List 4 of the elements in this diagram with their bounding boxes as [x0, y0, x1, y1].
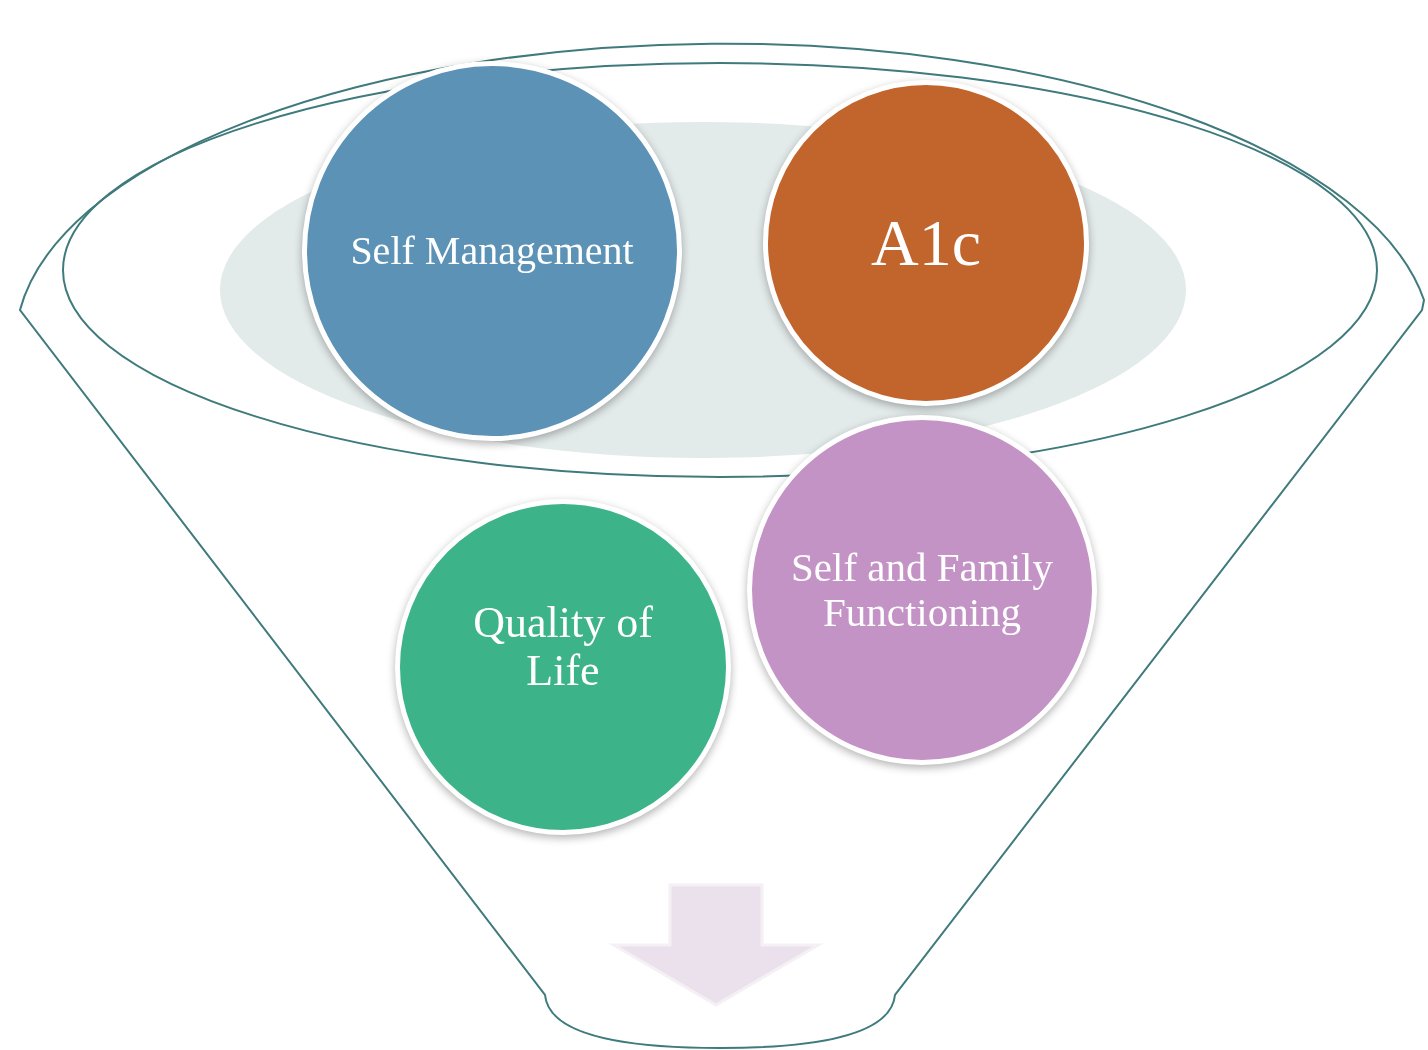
- node-label: A1c: [871, 206, 981, 280]
- node-label: Self and Family Functioning: [790, 544, 1054, 636]
- node-label: Quality of Life: [472, 598, 654, 696]
- node-label: Self Management: [350, 229, 634, 273]
